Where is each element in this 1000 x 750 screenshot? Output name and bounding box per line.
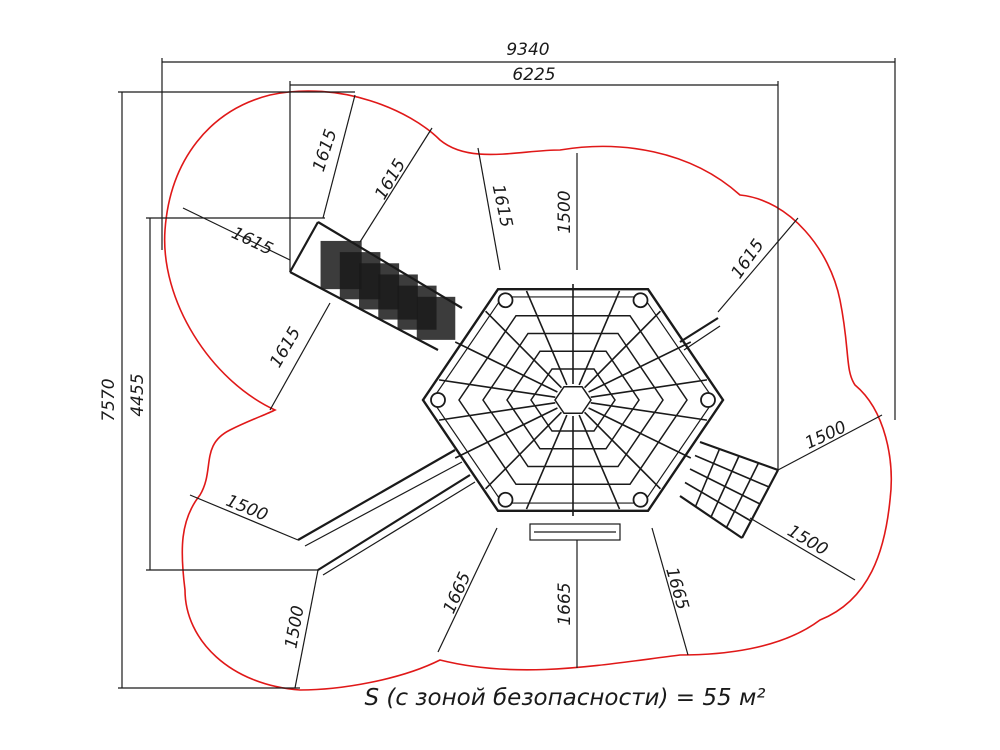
clearance-label-10: 1500 <box>223 491 271 526</box>
hexagon-outer-frame <box>421 287 725 513</box>
clearance-label-4: 1615 <box>266 324 305 371</box>
net-spoke <box>525 414 568 510</box>
dim-label-frame-width: 6225 <box>512 65 555 85</box>
clearance-line-10 <box>189 494 299 541</box>
clearance-line-14 <box>651 527 689 656</box>
dim-label-total-height: 7570 <box>99 378 119 421</box>
ladder-structure <box>289 221 463 351</box>
net-spoke <box>438 379 556 399</box>
net-spoke <box>590 379 708 399</box>
net-ring <box>554 385 592 415</box>
clearance-line-3 <box>182 207 291 261</box>
clearance-label-12: 1665 <box>439 569 475 617</box>
net-spoke <box>588 341 692 393</box>
net-spoke <box>438 401 556 421</box>
clearance-line-4 <box>269 302 331 411</box>
clearance-line-5 <box>477 147 501 271</box>
clearance-line-7 <box>717 217 799 313</box>
net-spoke <box>578 290 621 386</box>
dim-label-frame-height: 4455 <box>128 373 148 416</box>
clearance-label-2: 1615 <box>371 156 410 203</box>
net-ladder-horizontal <box>684 481 752 522</box>
net-spoke <box>588 407 692 459</box>
ladder-rung <box>416 296 456 340</box>
clearance-line-9 <box>749 517 856 581</box>
safety-area-label: S (с зоной безопасности) = 55 м² <box>364 685 765 711</box>
hexagon-net-frame <box>421 284 725 516</box>
corner-post <box>632 292 649 309</box>
balance-beam <box>297 449 476 576</box>
clearance-line-8 <box>777 414 883 471</box>
corner-post <box>700 392 716 408</box>
clearance-label-8: 1500 <box>802 417 850 453</box>
clearance-line-1 <box>322 94 356 219</box>
corner-post <box>497 491 514 508</box>
net-ring <box>530 368 616 432</box>
net-spoke <box>454 341 558 393</box>
dim-label-total-width: 9340 <box>506 40 549 60</box>
clearance-label-14: 1665 <box>661 565 692 612</box>
corner-post <box>632 491 649 508</box>
net-ring <box>506 350 640 450</box>
net-ladder-horizontal <box>689 468 761 505</box>
net-spoke <box>454 407 558 459</box>
safety-zone-outline <box>163 90 893 691</box>
corner-post <box>430 392 446 408</box>
net-spoke <box>525 290 568 386</box>
clearance-line-11 <box>294 569 319 689</box>
clearance-label-3: 1615 <box>228 223 276 259</box>
clearance-label-13: 1665 <box>555 582 575 625</box>
clearance-line-12 <box>437 527 498 653</box>
corner-post <box>497 292 514 309</box>
net-ring <box>482 332 664 468</box>
net-ladder-structure <box>679 440 779 539</box>
net-spoke <box>578 414 621 510</box>
clearance-label-11: 1500 <box>281 604 308 650</box>
net-ring <box>458 315 688 485</box>
net-ladder-horizontal <box>694 454 770 488</box>
base-plate <box>529 523 621 541</box>
net-spoke <box>590 401 708 421</box>
clearance-label-9: 1500 <box>784 521 831 560</box>
clearance-label-6: 1500 <box>555 190 575 233</box>
clearance-line-2 <box>359 127 433 243</box>
top-right-rail <box>679 317 721 351</box>
